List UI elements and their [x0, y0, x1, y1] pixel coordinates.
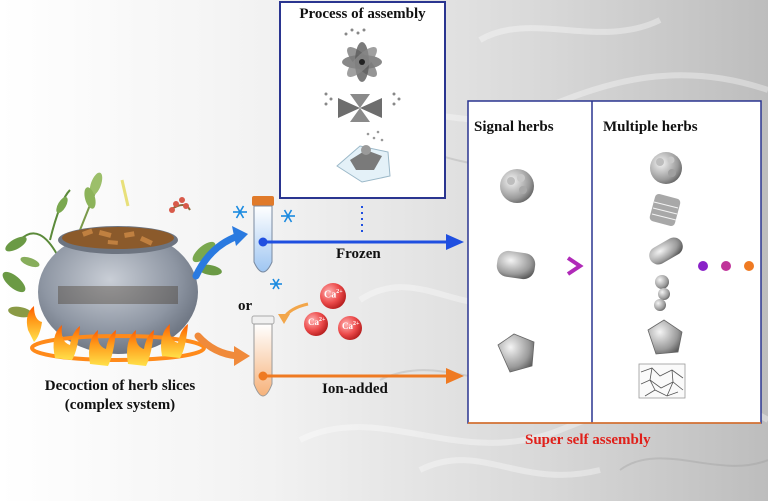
signal-herbs-title: Signal herbs	[474, 119, 554, 135]
multiple-herb-particle	[650, 152, 682, 184]
herb-plants	[2, 172, 222, 318]
pot-to-frozen-arrow	[192, 232, 242, 280]
or-label: or	[238, 298, 253, 314]
transition-arrow-icon	[554, 256, 584, 276]
frozen-label: Frozen	[336, 246, 381, 262]
ion-added-label: Ion-added	[322, 381, 388, 397]
signal-herb-particle	[500, 169, 534, 203]
multiple-herb-particle	[649, 237, 683, 265]
assembly-step-3-icon	[336, 130, 391, 183]
multiple-herb-particle	[654, 275, 670, 311]
calcium-label-2: Ca2+	[308, 317, 326, 327]
ion-tube-icon	[251, 315, 275, 397]
signal-herb-particle	[497, 333, 535, 373]
pot-caption-line2: (complex system)	[64, 397, 176, 413]
multiple-herbs-title: Multiple herbs	[603, 119, 698, 135]
dots-1	[344, 28, 366, 36]
super-self-assembly-caption: Super self assembly	[525, 432, 651, 448]
process-title: Process of assembly	[299, 6, 426, 22]
pot-icon	[38, 226, 198, 354]
snowflake-icon	[233, 205, 295, 290]
multiple-herb-network	[638, 363, 686, 399]
multiple-herb-particle	[649, 194, 681, 226]
assembly-step-2-icon	[338, 94, 382, 122]
dots-2	[324, 92, 401, 106]
pot-caption-line1: Decoction of herb slices	[44, 378, 196, 394]
fire-icon	[26, 306, 206, 366]
frozen-tube-icon	[252, 196, 274, 273]
signal-herb-particle	[496, 250, 536, 280]
calcium-ion-icon	[304, 283, 362, 340]
more-dots-icon	[698, 261, 754, 271]
calcium-label-3: Ca2+	[342, 321, 360, 331]
multiple-herb-particle	[647, 319, 683, 355]
assembly-step-1-icon	[342, 42, 382, 82]
calcium-label-1: Ca2+	[324, 289, 343, 301]
